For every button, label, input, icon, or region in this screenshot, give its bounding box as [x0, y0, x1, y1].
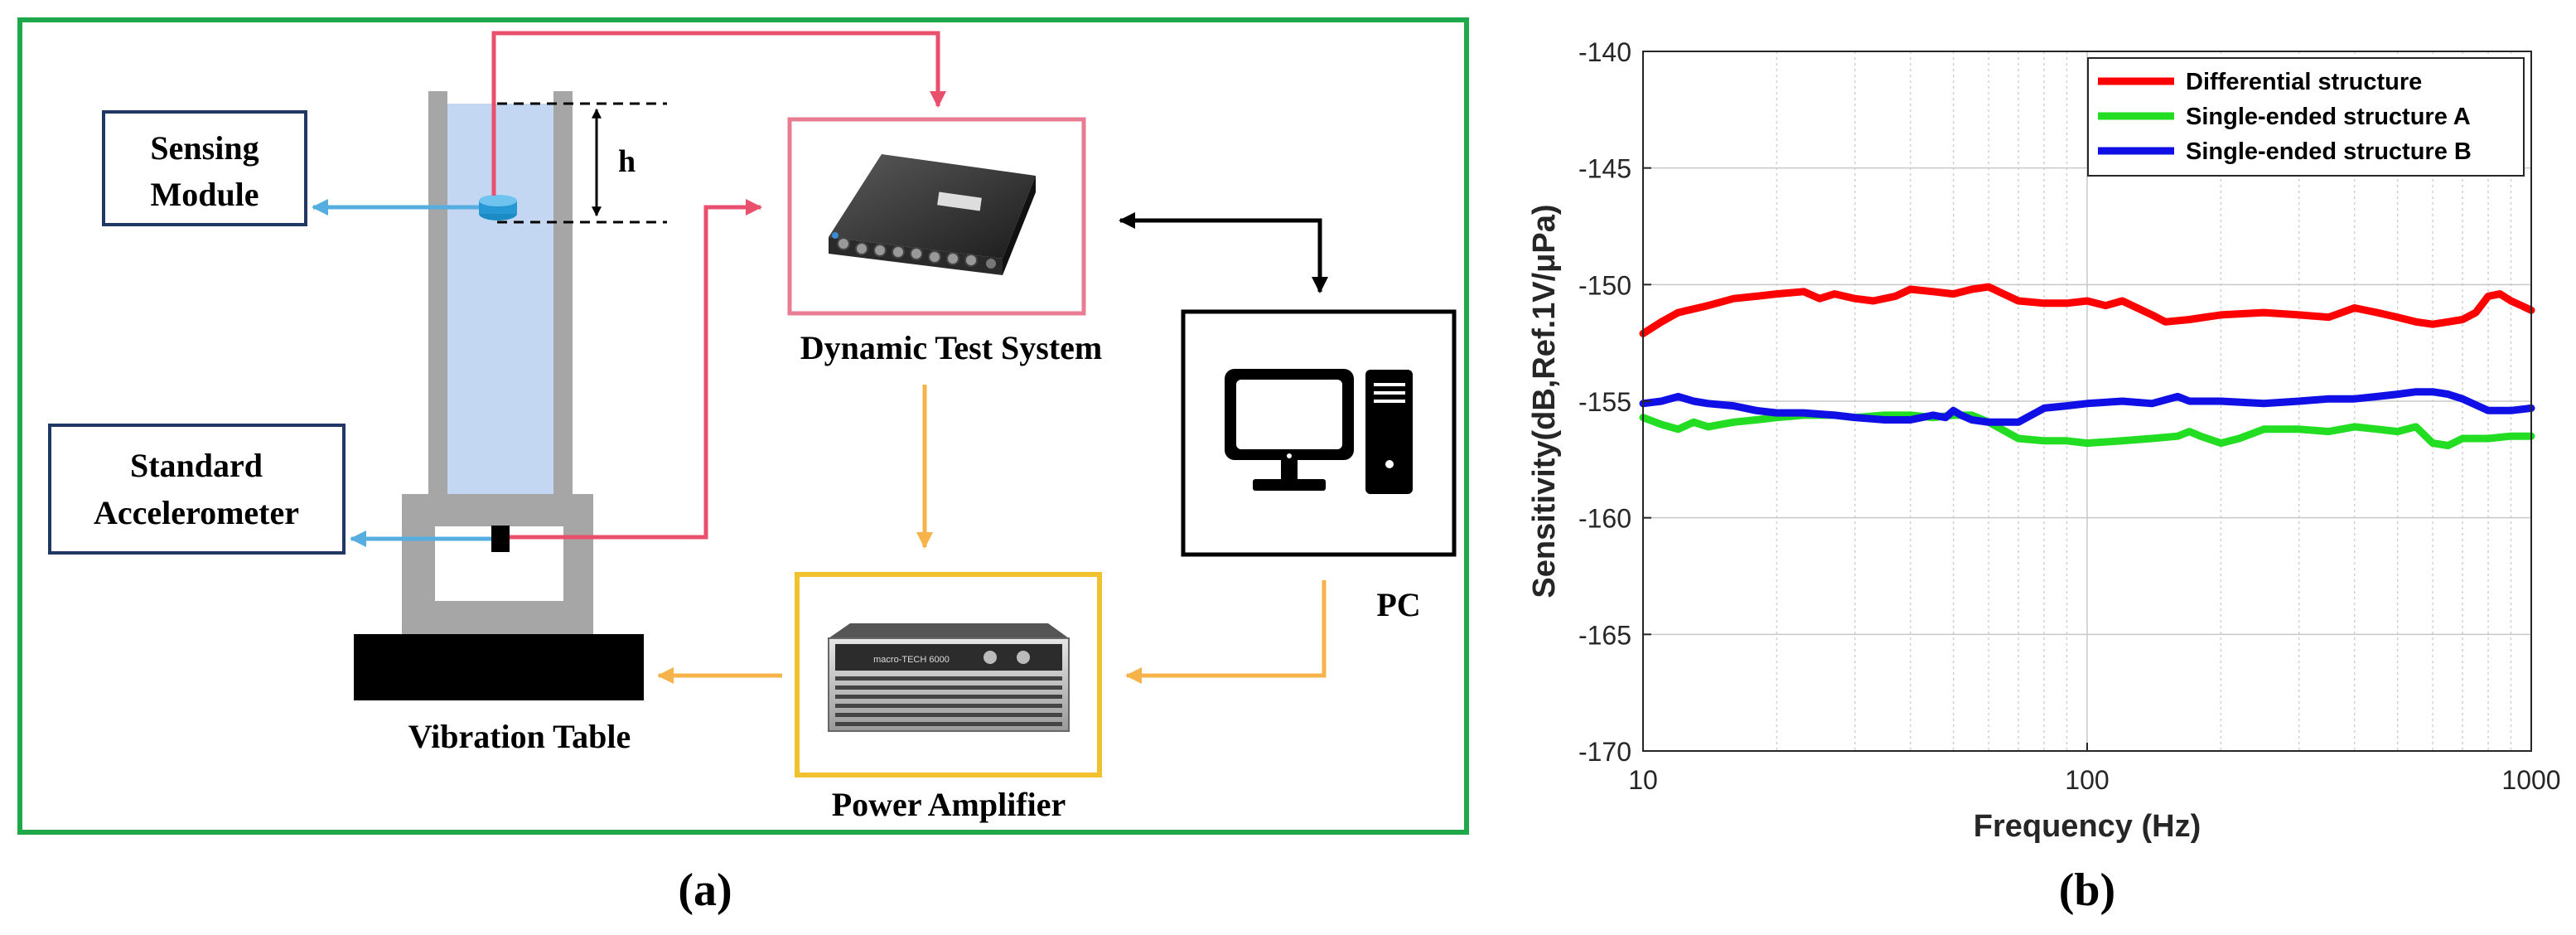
pc-to-amp-signal [1125, 580, 1327, 684]
series-layer [1639, 283, 2535, 449]
vibration-table-block [354, 634, 644, 700]
panel-a: h Sensing Module Standard Accelerometer [17, 17, 1469, 835]
water-fill [447, 104, 553, 497]
legend-label-1: Differential structure [2186, 69, 2422, 95]
series-line-3 [1639, 388, 2535, 426]
y-axis-label: Sensitivity(dB,Ref.1V/μPa) [1527, 204, 1562, 598]
accelerometer-to-dts-signal [510, 199, 762, 540]
y-tick-label: -165 [1578, 620, 1631, 650]
x-tick-label: 10 [1628, 765, 1658, 795]
pc-label: PC [1376, 586, 1420, 623]
water-column-apparatus [354, 91, 644, 700]
standard-accelerometer-line2: Accelerometer [94, 494, 299, 531]
vibration-mount-frame [402, 494, 593, 634]
x-axis-label: Frequency (Hz) [1974, 809, 2201, 844]
y-tick-label: -140 [1578, 37, 1631, 67]
height-dimension: h [497, 102, 667, 224]
series-line-2 [1639, 411, 2535, 449]
vibration-table-label: Vibration Table [408, 718, 631, 755]
y-tick-label: -160 [1578, 504, 1631, 534]
sensing-module-line2: Module [150, 176, 259, 213]
sensing-module-ellipse-top [479, 195, 517, 206]
standard-accelerometer-border [48, 424, 346, 555]
dts-label: Dynamic Test System [800, 329, 1102, 366]
sensing-module-border [102, 110, 307, 226]
standard-accelerometer-box: Standard Accelerometer [48, 424, 346, 555]
desktop-computer-icon [1225, 369, 1413, 494]
caption-b: (b) [2059, 865, 2115, 916]
y-tick-label: -145 [1578, 154, 1631, 184]
daq-chassis-icon [829, 154, 1036, 275]
y-tick-label: -155 [1578, 387, 1631, 417]
amp-label: Power Amplifier [832, 786, 1066, 823]
pc: PC [1181, 309, 1457, 623]
panel-a-frame [17, 17, 1469, 835]
amp-brand-text: macro-TECH 6000 [873, 655, 950, 665]
x-tick-label: 100 [2065, 765, 2109, 795]
power-amplifier-icon: macro-TECH 6000 [828, 623, 1070, 732]
dynamic-test-system: Dynamic Test System [787, 117, 1102, 366]
h-label: h [618, 144, 636, 179]
x-tick-label: 1000 [2501, 765, 2560, 795]
dts-pc-link [1119, 212, 1328, 293]
legend-label-3: Single-ended structure B [2186, 138, 2472, 165]
power-amplifier: macro-TECH 6000 Power Amplifier [795, 572, 1102, 823]
caption-a: (a) [678, 865, 732, 916]
legend-label-2: Single-ended structure A [2186, 104, 2471, 130]
y-tick-label: -170 [1578, 737, 1631, 767]
y-tick-label: -150 [1578, 270, 1631, 300]
series-line-1 [1639, 283, 2535, 337]
accelerometer-body [491, 526, 510, 552]
right-tube-wall [553, 91, 573, 497]
left-tube-wall [428, 91, 447, 497]
sensing-module-box: Sensing Module [102, 110, 307, 226]
sensing-module-line1: Sensing [150, 129, 259, 167]
sensor-to-dts-signal [491, 31, 946, 196]
standard-accelerometer-line1: Standard [130, 447, 263, 484]
